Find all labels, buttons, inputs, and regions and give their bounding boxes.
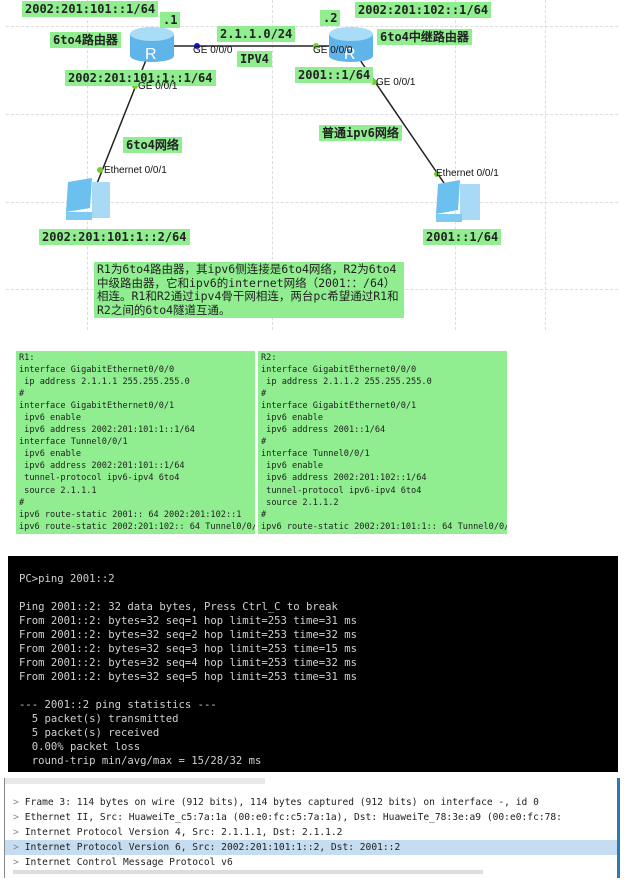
expand-chevron-icon[interactable]: > xyxy=(13,857,19,868)
r2-config: R2: interface GigabitEthernet0/0/0 ip ad… xyxy=(258,351,507,534)
link-type-label: IPV4 xyxy=(237,51,272,67)
packet-detail-ipv6[interactable]: >Internet Protocol Version 6, Src: 2002:… xyxy=(5,840,617,855)
router-r1-icon: R xyxy=(130,27,174,63)
expand-chevron-icon[interactable]: > xyxy=(13,842,19,853)
r1-ip-suffix: .1 xyxy=(160,12,181,28)
r1-port-lan: GE 0/0/1 xyxy=(138,81,178,92)
packet-detail-frame[interactable]: >Frame 3: 114 bytes on wire (912 bits), … xyxy=(13,797,539,808)
horizontal-scrollbar-bottom[interactable] xyxy=(13,870,483,874)
pc1-port: Ethernet 0/0/1 xyxy=(104,165,167,176)
r1-port-wan: GE 0/0/0 xyxy=(193,45,233,56)
r2-tunnel-address: 2002:201:102::1/64 xyxy=(355,2,492,18)
r2-ip-suffix: .2 xyxy=(320,10,341,26)
description-note: R1为6to4路由器，其ipv6侧连接是6to4网络，R2为6to4中级路由器，… xyxy=(94,262,404,318)
pc2-icon xyxy=(436,180,480,222)
svg-text:R: R xyxy=(145,46,157,63)
r1-config: R1: interface GigabitEthernet0/0/0 ip ad… xyxy=(16,351,255,534)
svg-text:R: R xyxy=(344,46,356,63)
packet-detail-icmpv6[interactable]: >Internet Control Message Protocol v6 xyxy=(13,857,233,868)
r2-port-lan: GE 0/0/1 xyxy=(376,77,416,88)
expand-chevron-icon[interactable]: > xyxy=(13,812,19,823)
pc1-icon xyxy=(66,178,110,220)
expand-chevron-icon[interactable]: > xyxy=(13,827,19,838)
horizontal-scrollbar-top[interactable] xyxy=(5,778,265,784)
right-network-label: 普通ipv6网络 xyxy=(319,125,402,141)
expand-chevron-icon[interactable]: > xyxy=(13,797,19,808)
packet-detail-ipv4[interactable]: >Internet Protocol Version 4, Src: 2.1.1… xyxy=(13,827,343,838)
links: R R xyxy=(66,27,480,222)
router-r2-icon: R xyxy=(329,27,373,63)
r1-name: 6to4路由器 xyxy=(50,32,121,48)
r2-lan-address: 2001::1/64 xyxy=(295,67,374,83)
r2-name: 6to4中继路由器 xyxy=(377,29,472,45)
r1-tunnel-address: 2002:201:101::1/64 xyxy=(22,1,159,17)
r2-port-wan: GE 0/0/0 xyxy=(313,45,353,56)
pc2-address: 2001::1/64 xyxy=(423,229,502,245)
subnet-label: 2.1.1.0/24 xyxy=(217,26,296,42)
pc2-port: Ethernet 0/0/1 xyxy=(436,168,499,179)
r1-lan-address: 2002:201:101:1::1/64 xyxy=(65,70,216,86)
ping-terminal: PC>ping 2001::2 Ping 2001::2: 32 data by… xyxy=(8,556,618,772)
packet-detail-ethernet[interactable]: >Ethernet II, Src: HuaweiTe_c5:7a:1a (00… xyxy=(13,812,562,823)
pc1-address: 2002:201:101:1::2/64 xyxy=(39,229,190,245)
left-network-label: 6to4网络 xyxy=(123,137,182,153)
packet-details-pane: >Frame 3: 114 bytes on wire (912 bits), … xyxy=(4,778,620,878)
